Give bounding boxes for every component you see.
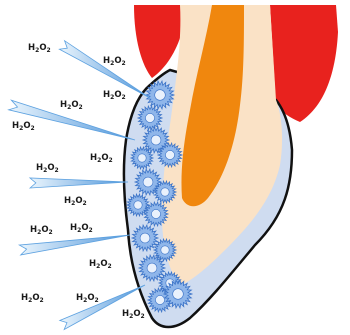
h2o2-label: H2O2 — [64, 196, 87, 207]
h2o2-label: H2O2 — [60, 100, 83, 111]
h2o2-label: H2O2 — [76, 293, 99, 304]
h2o2-label: H2O2 — [89, 259, 112, 270]
h2o2-label: H2O2 — [28, 43, 51, 54]
peroxide-ray-icon — [30, 178, 128, 188]
h2o2-label: H2O2 — [36, 163, 59, 174]
h2o2-label: H2O2 — [12, 121, 35, 132]
h2o2-label: H2O2 — [70, 223, 93, 234]
h2o2-label: H2O2 — [103, 56, 126, 67]
h2o2-label: H2O2 — [30, 225, 53, 236]
h2o2-label: H2O2 — [122, 309, 145, 320]
peroxide-ray-icon — [19, 235, 130, 255]
h2o2-label: H2O2 — [90, 153, 113, 164]
h2o2-label: H2O2 — [21, 293, 44, 304]
peroxide-ray-icon — [60, 285, 145, 330]
h2o2-label: H2O2 — [103, 90, 126, 101]
